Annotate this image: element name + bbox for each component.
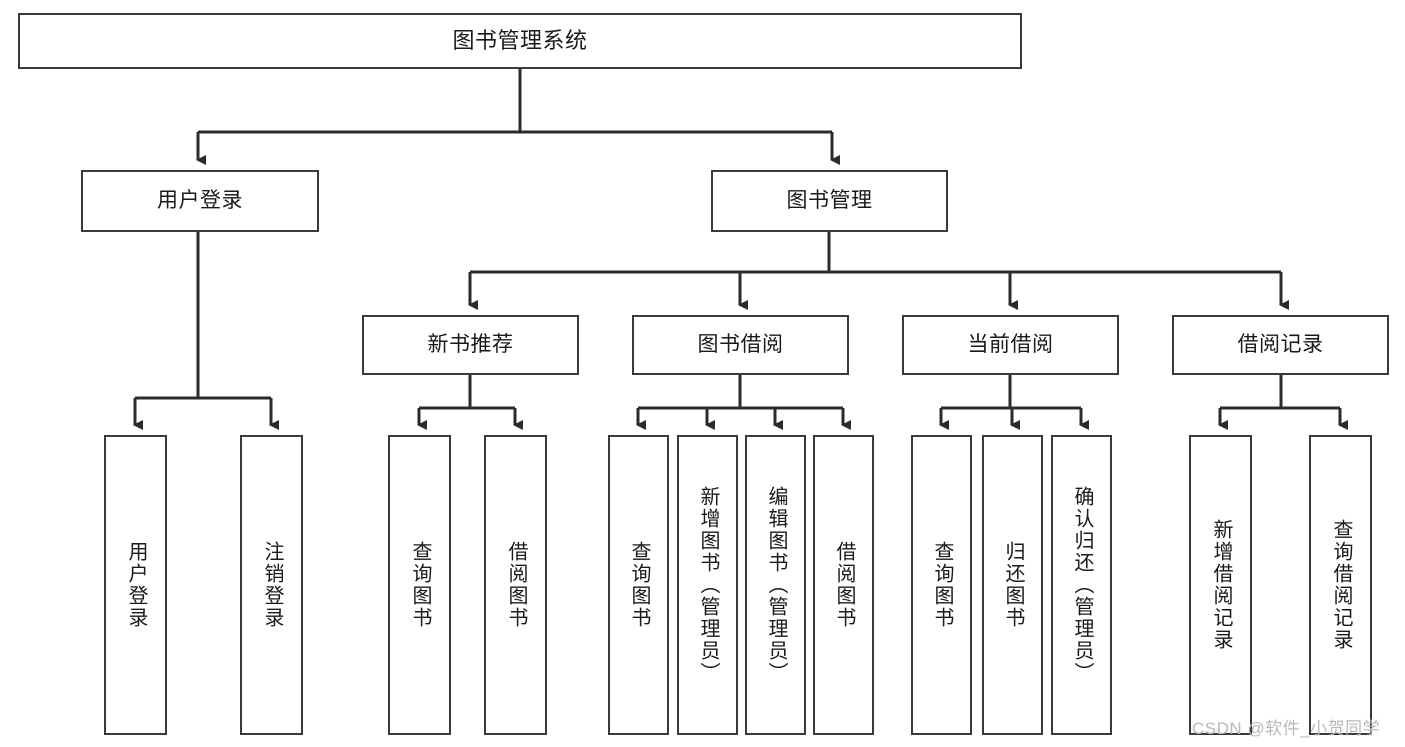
leaf-node[interactable]: 注销登录 — [240, 435, 303, 735]
leaf-node-label: 注销登录 — [261, 541, 283, 629]
leaf-node[interactable]: 新增图书（管理员） — [677, 435, 738, 735]
leaf-node[interactable]: 确认归还（管理员） — [1051, 435, 1112, 735]
leaf-node-label: 借阅图书 — [505, 541, 527, 629]
node-book-borrow[interactable]: 图书借阅 — [632, 315, 849, 375]
node-book-manage[interactable]: 图书管理 — [711, 170, 948, 232]
node-user-login[interactable]: 用户登录 — [81, 170, 319, 232]
leaf-node[interactable]: 用户登录 — [104, 435, 167, 735]
leaf-node-label: 确认归还（管理员） — [1071, 486, 1093, 684]
leaf-node[interactable]: 归还图书 — [982, 435, 1043, 735]
leaf-node-label: 归还图书 — [1002, 541, 1024, 629]
leaf-node[interactable]: 新增借阅记录 — [1189, 435, 1252, 735]
leaf-node-label: 查询图书 — [628, 541, 650, 629]
leaf-node[interactable]: 查询图书 — [388, 435, 451, 735]
leaf-node-label: 借阅图书 — [833, 541, 855, 629]
leaf-node-label: 查询图书 — [409, 541, 431, 629]
leaf-node-label: 用户登录 — [125, 541, 147, 629]
leaf-node[interactable]: 查询借阅记录 — [1309, 435, 1372, 735]
leaf-node-label: 编辑图书（管理员） — [765, 486, 787, 684]
leaf-node-label: 查询图书 — [931, 541, 953, 629]
leaf-node-label: 查询借阅记录 — [1330, 519, 1352, 651]
leaf-node[interactable]: 查询图书 — [911, 435, 972, 735]
leaf-node[interactable]: 查询图书 — [608, 435, 669, 735]
node-root-system[interactable]: 图书管理系统 — [18, 13, 1022, 69]
node-current-borrow[interactable]: 当前借阅 — [902, 315, 1119, 375]
node-borrow-record[interactable]: 借阅记录 — [1172, 315, 1389, 375]
leaf-node-label: 新增借阅记录 — [1210, 519, 1232, 651]
leaf-node-label: 新增图书（管理员） — [697, 486, 719, 684]
node-new-book-recommend[interactable]: 新书推荐 — [362, 315, 579, 375]
leaf-node[interactable]: 借阅图书 — [813, 435, 874, 735]
leaf-node[interactable]: 借阅图书 — [484, 435, 547, 735]
leaf-node[interactable]: 编辑图书（管理员） — [745, 435, 806, 735]
csdn-watermark: CSDN @软件_小贺同学 — [1192, 719, 1381, 738]
